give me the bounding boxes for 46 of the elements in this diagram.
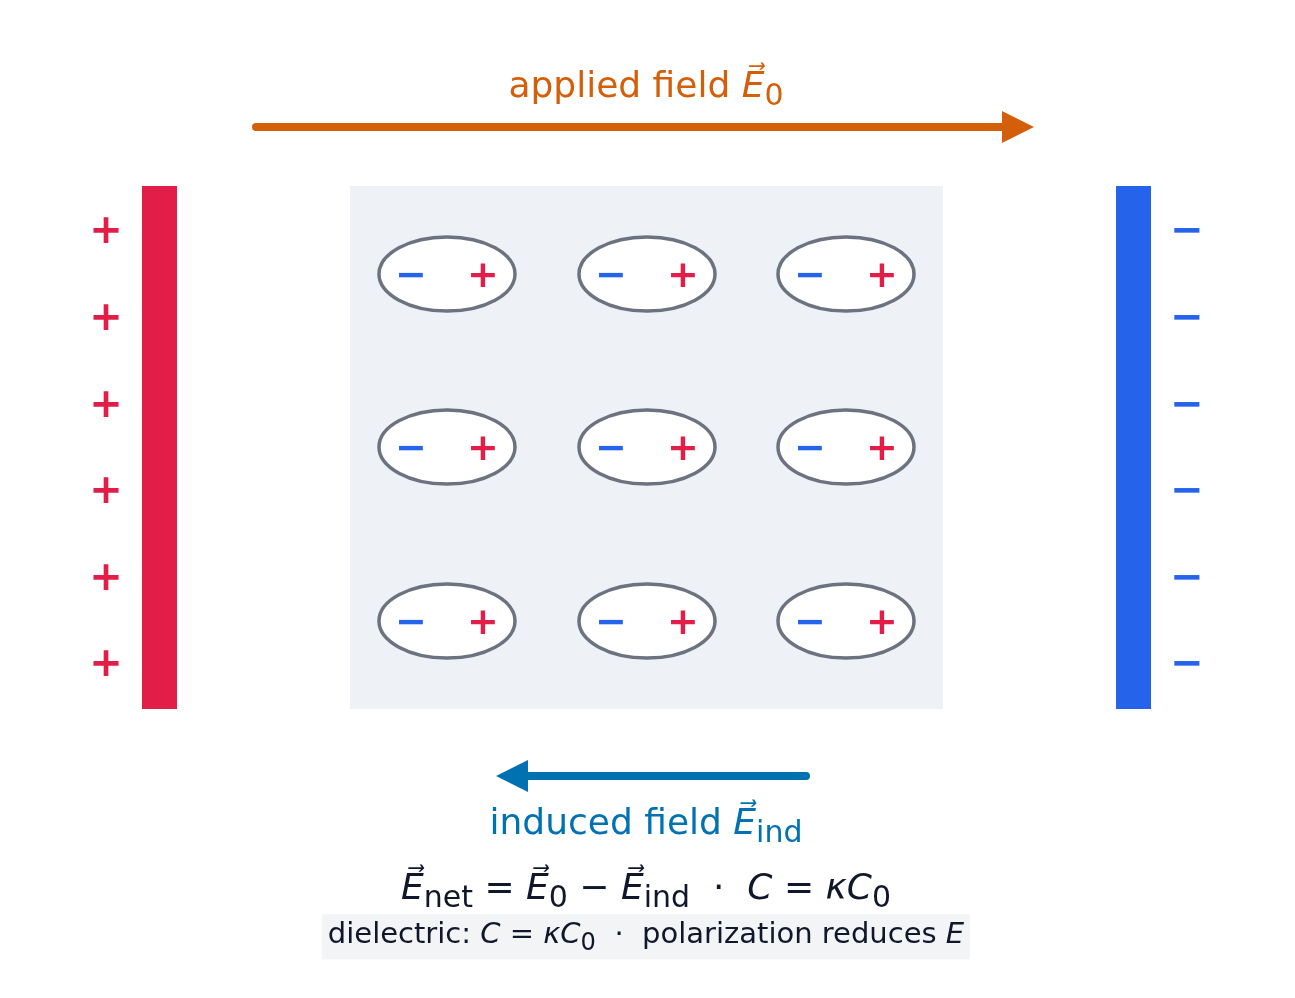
charge-sign: + <box>467 428 499 466</box>
charge-sign: − <box>1170 554 1204 598</box>
charge-sign: + <box>667 428 699 466</box>
dipole-ellipse <box>776 582 916 660</box>
charge-sign: + <box>667 602 699 640</box>
field-label: applied field E⃗$_{0}$ <box>508 64 784 112</box>
charge-sign: − <box>794 255 826 293</box>
dipole-ellipse <box>776 408 916 486</box>
charge-sign: − <box>1170 467 1204 511</box>
charge-sign: + <box>467 255 499 293</box>
charge-sign: + <box>89 467 123 511</box>
dipole-ellipse <box>776 235 916 313</box>
caption: dielectric: C = κC$_{0}$ · polarization reduces E <box>321 914 971 960</box>
charge-sign: − <box>1170 294 1204 338</box>
charge-sign: − <box>395 602 427 640</box>
dipole-ellipse <box>377 582 517 660</box>
charge-sign: + <box>89 554 123 598</box>
dipole-ellipse <box>577 408 717 486</box>
charge-sign: − <box>595 602 627 640</box>
field-label: induced field E⃗$_{ind}$ <box>489 801 803 849</box>
charge-sign: − <box>1170 207 1204 251</box>
dipole-ellipse <box>377 408 517 486</box>
charge-sign: + <box>866 255 898 293</box>
charge-sign: + <box>89 381 123 425</box>
charge-sign: − <box>395 428 427 466</box>
charge-sign: − <box>595 428 627 466</box>
charge-sign: − <box>794 428 826 466</box>
charge-sign: − <box>1170 640 1204 684</box>
charge-sign: + <box>866 602 898 640</box>
charge-sign: + <box>667 255 699 293</box>
dipole-ellipse <box>577 582 717 660</box>
charge-sign: − <box>794 602 826 640</box>
charge-sign: + <box>89 640 123 684</box>
dipole-ellipse <box>377 235 517 313</box>
dielectric-slab <box>350 186 943 709</box>
charge-sign: − <box>395 255 427 293</box>
charge-sign: + <box>89 207 123 251</box>
capacitor-plate <box>1116 186 1151 709</box>
charge-sign: + <box>467 602 499 640</box>
capacitor-plate <box>142 186 177 709</box>
charge-sign: − <box>1170 381 1204 425</box>
charge-sign: + <box>89 294 123 338</box>
charge-sign: + <box>866 428 898 466</box>
equation: E⃗$_{net}$ = E⃗$_{0}$ − E⃗$_{ind}$ · C = κC$_{0}$ <box>401 866 891 914</box>
charge-sign: − <box>595 255 627 293</box>
dipole-ellipse <box>577 235 717 313</box>
